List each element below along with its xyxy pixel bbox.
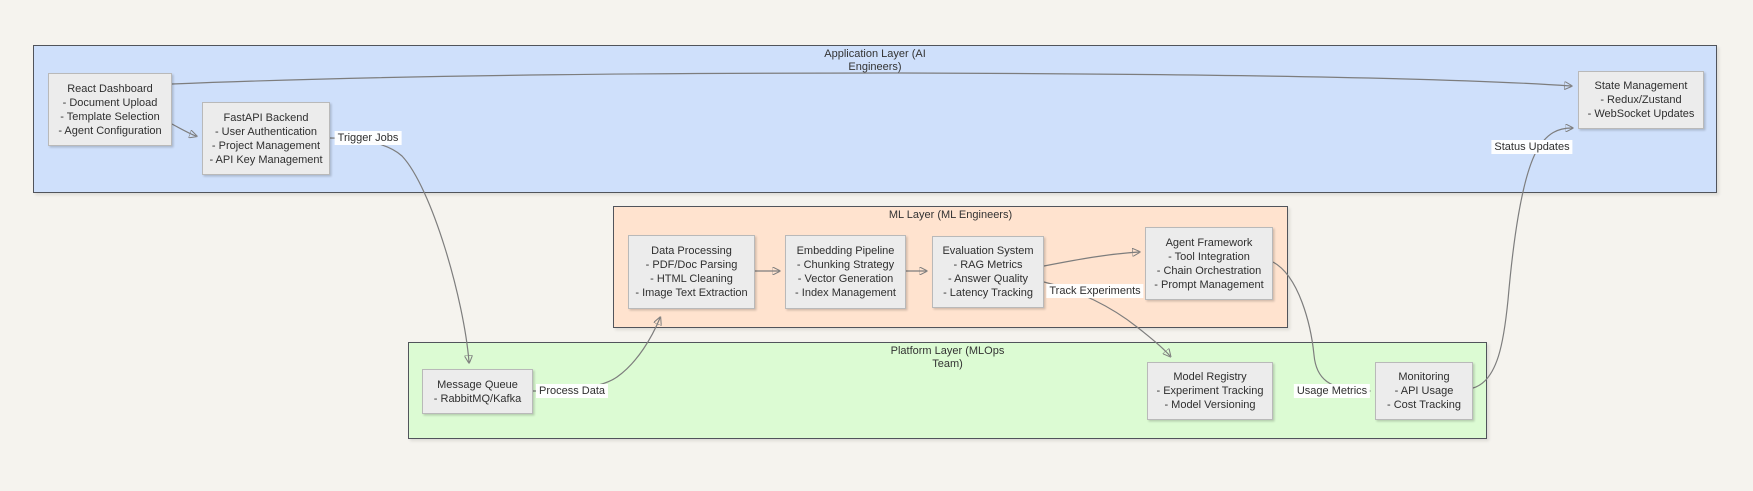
- node-monitoring: Monitoring - API Usage - Cost Tracking: [1375, 362, 1473, 420]
- node-title: Agent Framework: [1165, 236, 1253, 249]
- node-line: - PDF/Doc Parsing: [645, 259, 738, 271]
- node-line: - Chunking Strategy: [796, 259, 895, 271]
- edge-label-trigger-jobs: Trigger Jobs: [334, 131, 402, 145]
- edge-message-queue-to-data-processing: [532, 318, 660, 392]
- node-line: - RAG Metrics: [953, 259, 1023, 271]
- node-line: - RabbitMQ/Kafka: [433, 392, 522, 405]
- node-title: Embedding Pipeline: [796, 245, 895, 257]
- node-model-registry: Model Registry - Experiment Tracking - M…: [1147, 362, 1273, 420]
- node-state-management: State Management - Redux/Zustand - WebSo…: [1578, 71, 1704, 129]
- node-line: - Index Management: [795, 287, 896, 299]
- node-line: - Chain Orchestration: [1156, 264, 1262, 277]
- node-line: - Answer Quality: [947, 273, 1029, 285]
- node-line: - WebSocket Updates: [1587, 108, 1695, 120]
- node-title: Message Queue: [437, 378, 518, 391]
- node-data-processing: Data Processing - PDF/Doc Parsing - HTML…: [628, 235, 755, 309]
- node-line: - Document Upload: [62, 96, 158, 109]
- edge-label-process-data: Process Data: [535, 384, 609, 398]
- node-line: - Prompt Management: [1154, 278, 1264, 291]
- node-title: Model Registry: [1173, 371, 1247, 383]
- cluster-application-title-line1: Application Layer (AI: [824, 48, 926, 60]
- edge-evaluation-to-agent-framework: [1043, 252, 1139, 267]
- node-line: - API Usage: [1394, 385, 1454, 397]
- node-embedding-pipeline: Embedding Pipeline - Chunking Strategy -…: [785, 235, 906, 309]
- node-line: - Redux/Zustand: [1600, 94, 1682, 106]
- node-line: - API Key Management: [209, 153, 323, 166]
- node-title: State Management: [1594, 80, 1688, 92]
- cluster-platform-title: Platform Layer (MLOps Team): [409, 345, 1486, 371]
- node-line: - Project Management: [211, 139, 321, 152]
- cluster-ml-title-line1: ML Layer (ML Engineers): [888, 209, 1013, 221]
- node-line: - Tool Integration: [1168, 250, 1250, 263]
- edge-fastapi-to-message-queue: [329, 137, 469, 362]
- node-message-queue: Message Queue - RabbitMQ/Kafka: [422, 369, 533, 414]
- node-title: React Dashboard: [67, 82, 153, 95]
- node-react-dashboard: React Dashboard - Document Upload - Temp…: [48, 73, 172, 146]
- node-title: Data Processing: [651, 245, 732, 257]
- node-line: - Latency Tracking: [943, 287, 1033, 299]
- node-agent-framework: Agent Framework - Tool Integration - Cha…: [1145, 227, 1273, 300]
- edge-monitoring-to-state-management: [1472, 128, 1572, 389]
- node-line: - Agent Configuration: [58, 124, 162, 137]
- node-fastapi-backend: FastAPI Backend - User Authentication - …: [202, 102, 330, 175]
- edge-agent-framework-to-monitoring: [1272, 261, 1369, 391]
- edge-label-track-experiments: Track Experiments: [1046, 284, 1144, 298]
- cluster-platform-title-line2: Team): [932, 358, 963, 370]
- node-line: - Experiment Tracking: [1156, 385, 1264, 397]
- node-line: - Template Selection: [60, 110, 160, 123]
- node-evaluation-system: Evaluation System - RAG Metrics - Answer…: [932, 236, 1044, 308]
- node-line: - Image Text Extraction: [635, 287, 748, 299]
- cluster-platform-title-line1: Platform Layer (MLOps: [890, 345, 1005, 357]
- edge-react-to-fastapi: [171, 123, 196, 136]
- node-line: - User Authentication: [214, 125, 318, 138]
- cluster-ml-title: ML Layer (ML Engineers): [614, 209, 1287, 222]
- cluster-application-title: Application Layer (AI Engineers): [34, 48, 1716, 74]
- edge-react-to-state-management: [171, 72, 1571, 86]
- node-line: - HTML Cleaning: [650, 273, 733, 285]
- node-line: - Model Versioning: [1164, 399, 1256, 411]
- node-title: Evaluation System: [942, 245, 1034, 257]
- cluster-application-title-line2: Engineers): [848, 61, 902, 73]
- edge-label-status-updates: Status Updates: [1491, 140, 1573, 154]
- node-title: FastAPI Backend: [223, 111, 309, 124]
- node-title: Monitoring: [1398, 371, 1450, 383]
- node-line: - Vector Generation: [797, 273, 894, 285]
- edge-label-usage-metrics: Usage Metrics: [1293, 384, 1371, 398]
- node-line: - Cost Tracking: [1387, 399, 1461, 411]
